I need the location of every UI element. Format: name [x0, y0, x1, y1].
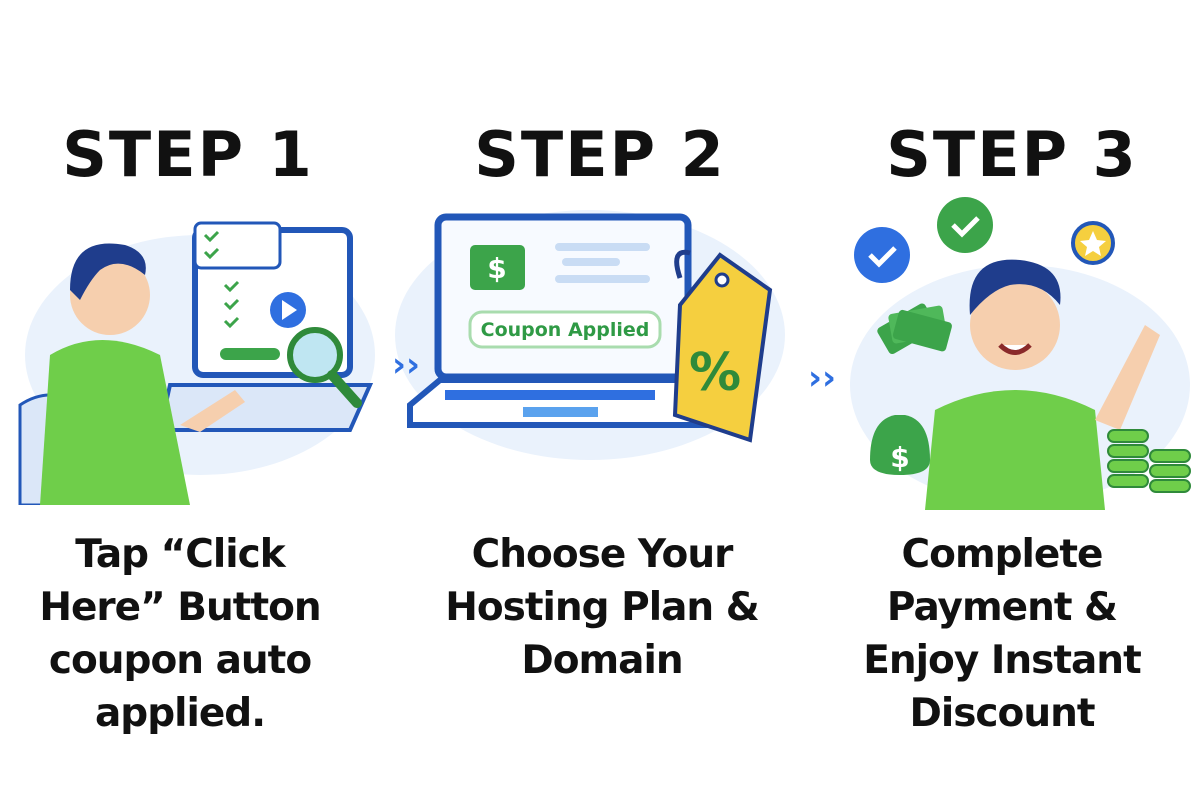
arrow-1-icon: ››	[392, 345, 421, 385]
check-bubble-icon	[937, 197, 993, 253]
money-bag-icon	[870, 415, 930, 475]
step-1-title: STEP 1	[62, 118, 314, 191]
arrow-2-icon: ››	[808, 358, 837, 398]
caption-line: Domain	[521, 638, 683, 683]
caption-line: applied.	[94, 691, 266, 736]
checklist-card	[193, 221, 282, 270]
step-2-title: STEP 2	[474, 118, 726, 191]
dollar-bill-icon	[470, 245, 525, 290]
step-1-illustration	[18, 221, 375, 505]
step-3-title: STEP 3	[886, 118, 1138, 191]
caption-line: Tap “Click	[75, 532, 285, 577]
step-3-illustration: $	[850, 197, 1191, 510]
coin-stacks-icon	[1107, 429, 1191, 493]
magnifier-icon	[287, 327, 343, 383]
cash-fan-icon	[877, 303, 952, 355]
dollar-sign: $	[487, 252, 506, 285]
percent-symbol: %	[689, 343, 741, 403]
caption-line: coupon auto	[48, 638, 312, 683]
check-bubble-icon	[854, 227, 910, 283]
coupon-applied-text: Coupon Applied	[481, 319, 650, 341]
caption-line: Complete	[901, 532, 1104, 577]
caption-line: Choose Your	[471, 532, 734, 577]
caption-line: Here” Button	[39, 585, 321, 630]
check-icon	[223, 280, 240, 329]
caption-line: Discount	[909, 691, 1095, 736]
caption-line: Hosting Plan &	[445, 585, 760, 630]
step-2-illustration: $ Coupon Applied %	[395, 210, 785, 460]
laptop-screen	[434, 213, 692, 381]
caption-line: Enjoy Instant	[863, 638, 1141, 683]
coupon-applied-badge	[468, 310, 662, 349]
step-3-caption: Complete Payment & Enjoy Instant Discoun…	[812, 528, 1192, 740]
discount-tag-icon	[672, 252, 773, 443]
caption-line: Payment &	[886, 585, 1118, 630]
step-1-caption: Tap “Click Here” Button coupon auto appl…	[0, 528, 370, 740]
person-head	[970, 280, 1060, 370]
step-2-caption: Choose Your Hosting Plan & Domain	[412, 528, 792, 687]
dollar-sign: $	[890, 441, 909, 474]
